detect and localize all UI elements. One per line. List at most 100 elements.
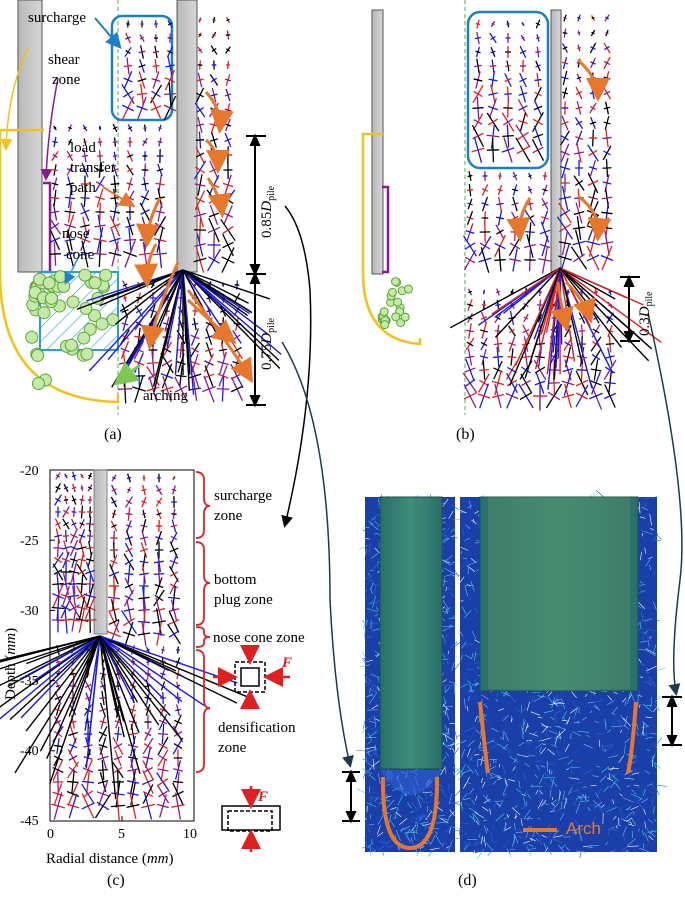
surcharge-label: surcharge <box>28 10 86 26</box>
stress-tick <box>81 198 90 199</box>
stress-tick <box>601 212 612 213</box>
stress-tick <box>602 227 613 228</box>
stress-tick <box>562 62 568 64</box>
stress-tick <box>495 305 500 306</box>
stress-tick <box>98 142 102 143</box>
stress-tick <box>522 23 524 24</box>
load-transfer-label: load <box>70 140 96 156</box>
load-path-arrow <box>578 196 598 236</box>
stress-tick <box>153 253 167 254</box>
stress-tick <box>479 370 489 371</box>
stress-tick <box>127 183 133 185</box>
shear-zone-label: shear <box>48 52 80 68</box>
stress-tick <box>520 392 532 399</box>
stress-tick <box>534 80 541 81</box>
stress-tick <box>170 572 178 576</box>
stress-tick <box>78 570 86 575</box>
stress-tick <box>576 393 587 399</box>
stress-tick <box>151 91 160 97</box>
stress-tick <box>467 203 472 205</box>
stress-tick <box>88 475 91 476</box>
x-axis-label: Radial distance (mm) <box>46 851 173 867</box>
stress-tick <box>56 685 60 687</box>
soil-particle <box>380 308 388 316</box>
stress-tick <box>604 77 611 79</box>
soil-particle <box>96 318 108 330</box>
dem-contact <box>455 569 459 577</box>
stress-tick <box>158 128 161 129</box>
stress-tick <box>72 475 76 476</box>
stress-tick <box>208 227 220 232</box>
stress-tick <box>88 487 91 489</box>
stress-tick <box>128 127 131 129</box>
stress-tick <box>174 744 182 749</box>
stress-tick <box>504 94 511 95</box>
zone-label-plug-2: plug zone <box>214 592 273 608</box>
stress-tick <box>127 489 130 490</box>
pile-wall-left <box>372 10 383 274</box>
stress-tick <box>590 92 596 93</box>
dim-lower-symbol: D <box>259 333 275 344</box>
stress-tick <box>577 356 587 358</box>
dem-contact <box>657 593 659 596</box>
stress-tick <box>147 649 150 651</box>
load-path-arrow <box>147 244 156 282</box>
stress-tick <box>142 183 149 184</box>
stress-tick <box>77 584 86 585</box>
dim-b-coef: 0.3 <box>637 317 653 336</box>
stress-tick <box>196 108 203 113</box>
nose-cone-label: nose <box>62 226 90 242</box>
stress-tick <box>140 37 144 39</box>
connector-upper-to-plug <box>285 206 311 525</box>
stress-tick <box>466 356 474 358</box>
stress-tick <box>231 373 243 379</box>
stress-tick <box>521 367 530 373</box>
stress-tick <box>111 184 120 185</box>
stress-tick <box>70 686 77 687</box>
arch-legend-label: Arch <box>566 819 601 839</box>
stress-tick <box>488 119 497 125</box>
stress-tick <box>601 256 613 261</box>
stress-tick <box>164 94 176 95</box>
stress-tick <box>56 661 61 662</box>
soil-particle <box>89 277 101 289</box>
force-label-2: F <box>258 789 268 805</box>
panel-label-a: (a) <box>104 426 122 444</box>
dim-b-sub: pile <box>644 291 655 306</box>
load-transfer-label-2: transfer <box>70 160 116 176</box>
y-axis-label-text: Depth <box>3 663 19 700</box>
stress-tick <box>96 182 104 187</box>
stress-tick <box>156 183 165 184</box>
stress-tick <box>196 140 204 141</box>
soil-particle <box>394 298 402 306</box>
stress-tick <box>55 709 61 711</box>
stress-tick <box>78 559 87 561</box>
stress-tick <box>494 343 502 344</box>
stress-tick <box>474 120 482 125</box>
stress-tick <box>223 197 233 204</box>
stress-tick <box>69 756 78 761</box>
stress-tick <box>496 203 503 204</box>
stress-tick <box>80 500 85 501</box>
stress-tick <box>204 361 213 365</box>
stress-tick <box>122 323 129 325</box>
stress-tick <box>563 33 568 34</box>
force-diagram-shear <box>222 786 280 852</box>
soil-particle <box>404 285 412 293</box>
stress-tick <box>496 230 503 234</box>
stress-tick <box>199 20 201 21</box>
stress-tick <box>472 108 483 109</box>
stress-tick <box>217 389 230 390</box>
soil-particle <box>32 349 44 361</box>
pile-wall <box>94 470 107 634</box>
stress-tick <box>464 393 476 399</box>
y-tick-label: -30 <box>20 604 39 620</box>
stress-tick <box>52 142 57 143</box>
stress-tick <box>577 77 581 79</box>
stress-tick <box>511 291 514 292</box>
pile-model-left <box>380 497 442 769</box>
dimension-b-label: 0.3Dpile <box>637 291 655 336</box>
dim-upper-symbol: D <box>259 201 275 212</box>
stress-tick <box>505 66 510 67</box>
